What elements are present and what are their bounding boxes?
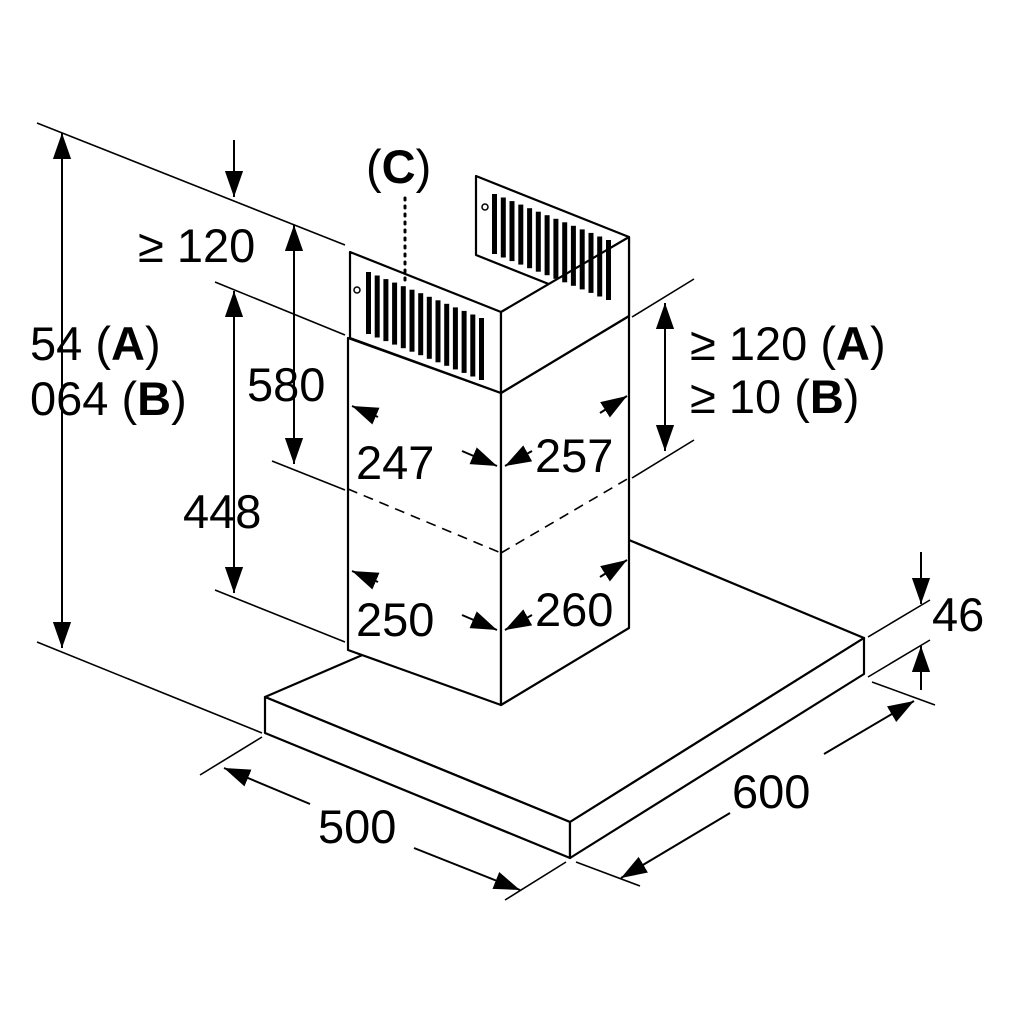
vent-slot xyxy=(470,314,476,377)
vent-slot xyxy=(606,240,611,300)
lower-width-left-label: 250 xyxy=(356,593,434,646)
upper-width-left-arrow-end xyxy=(461,447,498,467)
section-line-front xyxy=(347,488,502,554)
vent-slots-front xyxy=(366,272,484,380)
callout-c-label: (C) xyxy=(366,140,431,193)
dimension-labels: (C) 54 (A) 064 (B) ≥ 120 580 448 247 257… xyxy=(30,140,984,853)
vent-slot xyxy=(579,229,585,290)
vent-slot xyxy=(461,310,467,373)
canopy-thickness-label: 46 xyxy=(932,588,984,641)
vent-slot xyxy=(452,307,458,370)
canopy-depth-arrow-end xyxy=(413,847,521,891)
vent-slot xyxy=(392,282,398,345)
vent-slots-back xyxy=(492,194,611,300)
vent-slot xyxy=(527,208,533,269)
vent-slot xyxy=(418,293,424,356)
screw-icon xyxy=(353,286,361,294)
vent-slot xyxy=(409,289,415,352)
vent-slot xyxy=(383,279,389,342)
total-height-a-label: 54 (A) xyxy=(30,317,161,370)
vent-slot xyxy=(374,275,380,338)
vent-slot xyxy=(479,318,484,380)
upper-width-right-arrow-start xyxy=(504,445,533,467)
canopy-width-arrow-start xyxy=(823,700,915,755)
vent-slot xyxy=(544,215,550,276)
upper-width-right-label: 257 xyxy=(535,429,613,482)
vent-slot xyxy=(588,232,594,293)
canopy-depth-arrow-start xyxy=(223,767,311,805)
vent-slot xyxy=(562,222,568,283)
total-height-b-label: 064 (B) xyxy=(30,372,187,425)
upper-width-left-label: 247 xyxy=(356,436,434,489)
vent-slot xyxy=(435,300,441,363)
upper-chimney-height-label: 580 xyxy=(247,358,325,411)
vent-slot xyxy=(366,272,371,334)
canopy-side-face xyxy=(568,636,866,860)
vent-slot xyxy=(400,286,406,349)
top-clearance-label: ≥ 120 xyxy=(138,219,255,272)
upper-width-left-arrow-start xyxy=(351,405,380,425)
vent-slot xyxy=(597,236,603,297)
lower-width-right-arrow-end xyxy=(599,559,628,582)
lower-width-left-arrow-end xyxy=(461,611,498,631)
upper-chimney xyxy=(348,174,631,395)
overlap-a-label: ≥ 120 (A) xyxy=(690,317,886,370)
vent-slot xyxy=(444,303,450,366)
section-line-side xyxy=(500,477,630,554)
vent-slot xyxy=(509,201,515,262)
vent-slot xyxy=(500,197,506,258)
vent-slot xyxy=(570,225,576,286)
lower-chimney-front xyxy=(346,336,503,707)
upper-chimney-side-panel xyxy=(499,235,631,395)
canopy xyxy=(263,538,866,860)
vent-slot xyxy=(426,296,432,359)
canopy-width-label: 600 xyxy=(732,765,810,818)
vent-slot xyxy=(518,204,524,265)
lower-chimney-height-label: 448 xyxy=(183,485,261,538)
vent-slot xyxy=(535,211,541,272)
dimension-arrows xyxy=(52,133,931,891)
vent-slot xyxy=(492,194,497,254)
lower-width-right-label: 260 xyxy=(535,583,613,636)
screw-icon xyxy=(481,203,489,211)
lower-width-left-arrow-start xyxy=(351,570,380,590)
vent-slot xyxy=(553,218,559,279)
lower-width-right-arrow-start xyxy=(504,609,533,631)
extension-lines xyxy=(36,122,936,901)
upper-width-right-arrow-end xyxy=(599,395,628,418)
canopy-depth-label: 500 xyxy=(318,800,396,853)
canopy-width-arrow-end xyxy=(620,812,731,879)
lower-chimney xyxy=(346,314,631,707)
overlap-b-label: ≥ 10 (B) xyxy=(690,370,859,423)
